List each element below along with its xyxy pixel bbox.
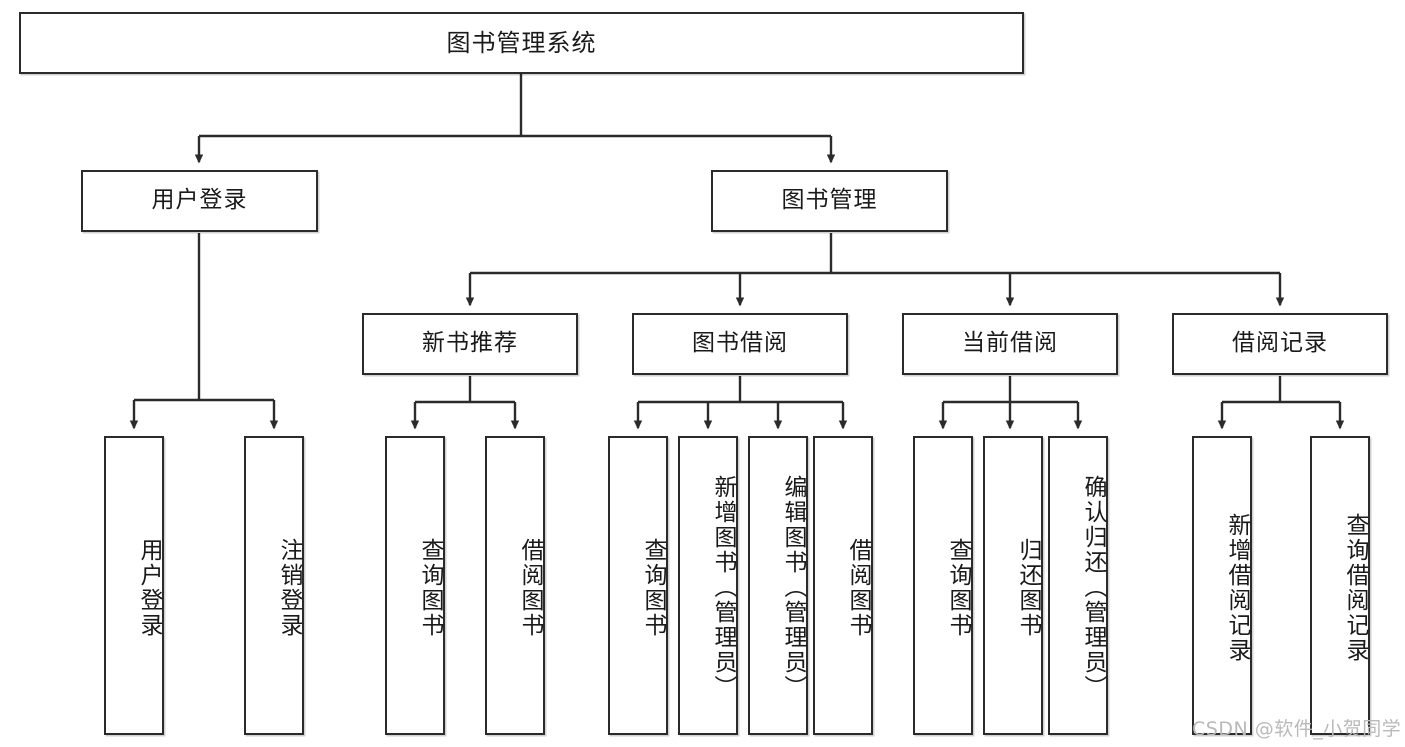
csdn-watermark: CSDN @软件_小贺同学 <box>1192 718 1402 740</box>
leaf-query-record[interactable]: 查询借阅记录 <box>1310 436 1370 735</box>
leaf-query-book-3[interactable]: 查询图书 <box>913 436 973 735</box>
leaf-borrow-book-2[interactable]: 借阅图书 <box>813 436 873 735</box>
leaf-label: 借阅图书 <box>517 537 543 638</box>
node-book-borrow[interactable]: 图书借阅 <box>632 313 848 375</box>
leaf-add-book[interactable]: 新增图书（管理员） <box>678 436 738 735</box>
node-user-login[interactable]: 用户登录 <box>81 170 318 232</box>
node-new-book-recommend[interactable]: 新书推荐 <box>362 313 578 375</box>
leaf-label: 查询图书 <box>640 537 666 638</box>
node-book-manage[interactable]: 图书管理 <box>711 170 948 232</box>
leaf-edit-book[interactable]: 编辑图书（管理员） <box>748 436 808 735</box>
leaf-label: 用户登录 <box>136 537 162 638</box>
leaf-query-book-2[interactable]: 查询图书 <box>608 436 668 735</box>
leaf-label: 归还图书 <box>1015 537 1041 638</box>
leaf-query-book-1[interactable]: 查询图书 <box>385 436 445 735</box>
leaf-label: 新增图书（管理员） <box>710 475 736 700</box>
leaf-label: 查询图书 <box>945 537 971 638</box>
leaf-label: 查询借阅记录 <box>1342 512 1368 663</box>
leaf-label: 查询图书 <box>417 537 443 638</box>
leaf-label: 确认归还（管理员） <box>1080 475 1106 700</box>
node-root[interactable]: 图书管理系统 <box>19 12 1024 74</box>
leaf-label: 新增借阅记录 <box>1224 512 1250 663</box>
leaf-user-login[interactable]: 用户登录 <box>104 436 164 735</box>
leaf-logout-login[interactable]: 注销登录 <box>244 436 304 735</box>
leaf-label: 借阅图书 <box>845 537 871 638</box>
leaf-label: 编辑图书（管理员） <box>780 475 806 700</box>
leaf-confirm-return[interactable]: 确认归还（管理员） <box>1048 436 1108 735</box>
leaf-add-record[interactable]: 新增借阅记录 <box>1192 436 1252 735</box>
node-current-borrow[interactable]: 当前借阅 <box>902 313 1118 375</box>
leaf-label: 注销登录 <box>276 537 302 638</box>
node-borrow-record[interactable]: 借阅记录 <box>1172 313 1388 375</box>
leaf-return-book[interactable]: 归还图书 <box>983 436 1043 735</box>
leaf-borrow-book-1[interactable]: 借阅图书 <box>485 436 545 735</box>
